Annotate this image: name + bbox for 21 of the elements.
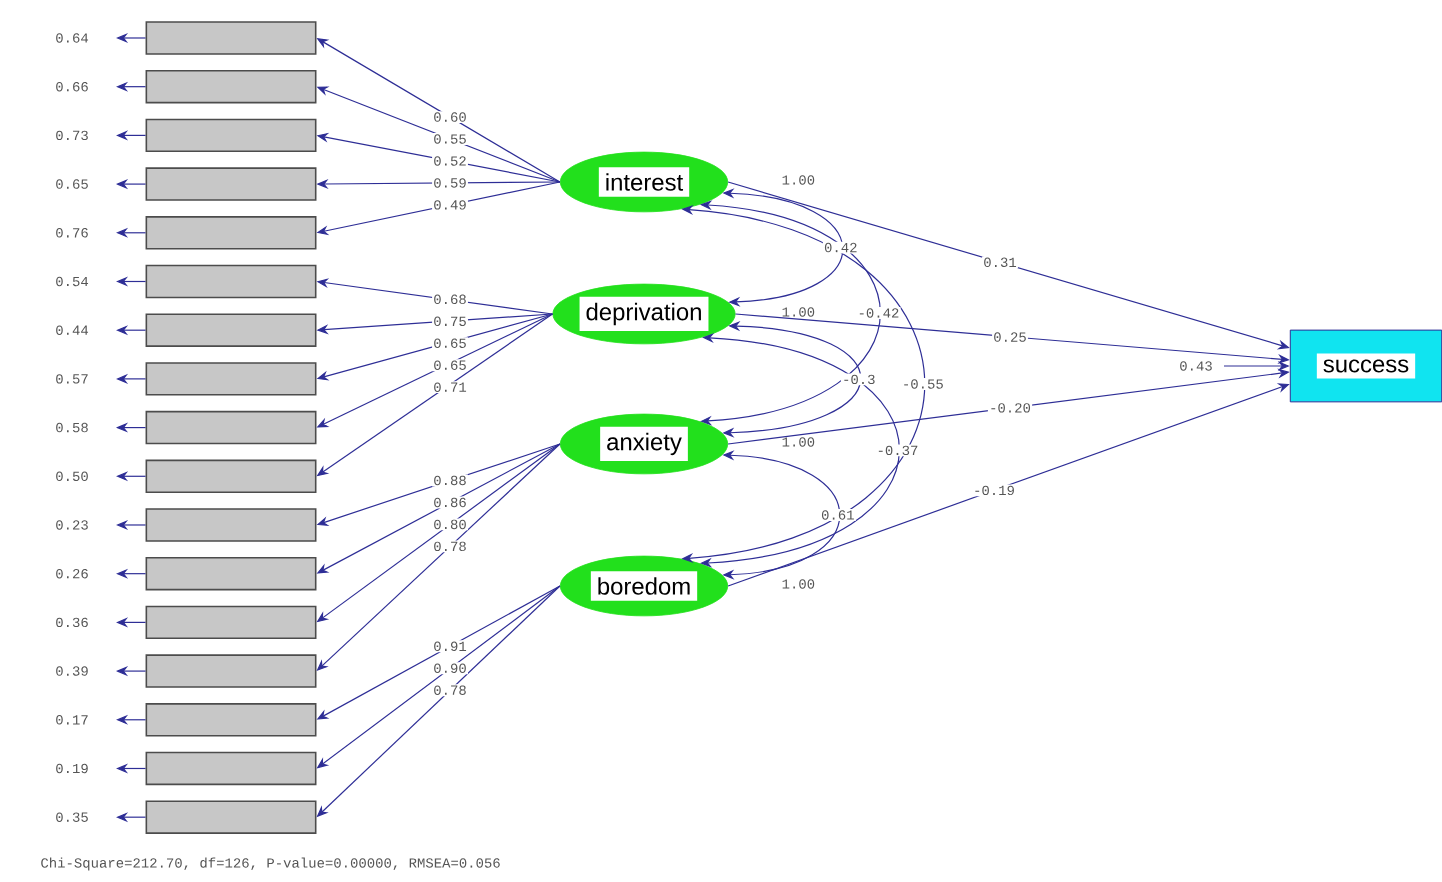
indicator-box <box>145 605 317 640</box>
error-arrow <box>116 666 147 677</box>
indicator-box <box>145 654 317 688</box>
indicator-box <box>145 216 317 250</box>
indicator-box <box>145 800 317 834</box>
indicator-box <box>145 118 317 153</box>
indicator-box <box>145 69 317 104</box>
indicator-box <box>145 264 317 299</box>
indicator-box <box>145 167 317 201</box>
observed-box: success <box>1289 329 1442 403</box>
indicator-box <box>145 751 317 786</box>
indicator-box <box>145 313 317 347</box>
indicator-box <box>145 459 317 494</box>
error-arrow <box>116 325 147 336</box>
error-arrow <box>116 179 147 190</box>
indicator-box <box>145 21 317 55</box>
indicator-box <box>145 410 317 445</box>
indicator-box <box>145 362 317 396</box>
indicator-box <box>145 508 317 542</box>
indicator-box <box>145 703 317 737</box>
indicator-box <box>145 556 317 591</box>
